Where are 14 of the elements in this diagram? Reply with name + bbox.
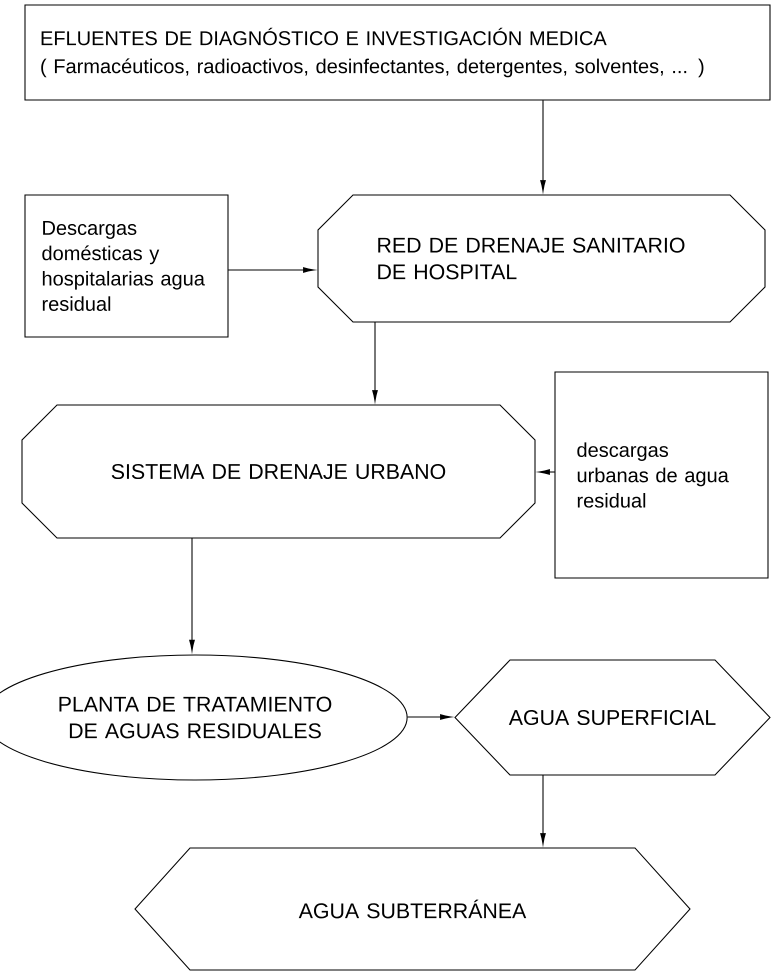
arrow <box>408 714 452 720</box>
arrow <box>228 267 314 273</box>
arrow <box>540 775 546 844</box>
source-box: Descargas domésticas y hospitalarias agua residual <box>24 194 229 338</box>
process-octagon: RED DE DRENAJE SANITARIO DE HOSPITAL <box>317 194 766 323</box>
outlet-hexagon: AGUA SUPERFICIAL <box>454 659 771 776</box>
source-box: descargas urbanas de agua residual <box>554 371 769 579</box>
outlet-hexagon: AGUA SUBTERRÁNEA <box>134 847 691 971</box>
arrow <box>540 100 546 192</box>
arrow <box>538 469 554 475</box>
process-octagon: SISTEMA DE DRENAJE URBANO <box>21 404 536 539</box>
arrow <box>189 538 195 652</box>
source-box: EFLUENTES DE DIAGNÓSTICO E INVESTIGACIÓN MEDICA ( Farmacéuticos, radioactivos, desinfectantes, detergentes, solventes, ... ) <box>24 4 771 101</box>
arrow <box>372 322 378 402</box>
